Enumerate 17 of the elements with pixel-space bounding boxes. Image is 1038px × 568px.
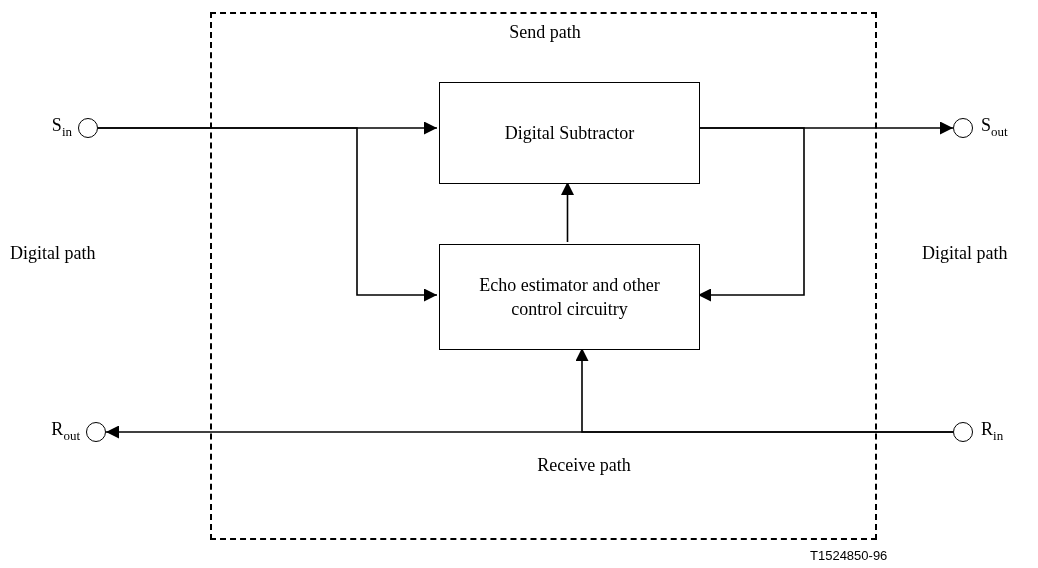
terminal-label: S$_{in}$ [51, 115, 72, 137]
terminal-circle [953, 118, 973, 138]
terminal-circle [78, 118, 98, 138]
terminal-label: R$_{in}$ [981, 419, 1004, 441]
path-label: Send path [509, 21, 581, 43]
figure-code: T1524850-96 [810, 548, 888, 563]
process-box: Echo estimator and other control circuitry [439, 244, 700, 350]
process-box: Digital Subtractor [439, 82, 700, 184]
terminal-label: R$_{out}$ [51, 419, 80, 441]
path-label: Receive path [537, 454, 631, 476]
dashed-boundary [210, 12, 877, 540]
terminal-circle [86, 422, 106, 442]
terminal-circle [953, 422, 973, 442]
side-label: Digital path [10, 243, 96, 264]
side-label: Digital path [922, 243, 1008, 264]
terminal-label: S$_{out}$ [981, 115, 1008, 137]
arrow [97, 127, 438, 302]
